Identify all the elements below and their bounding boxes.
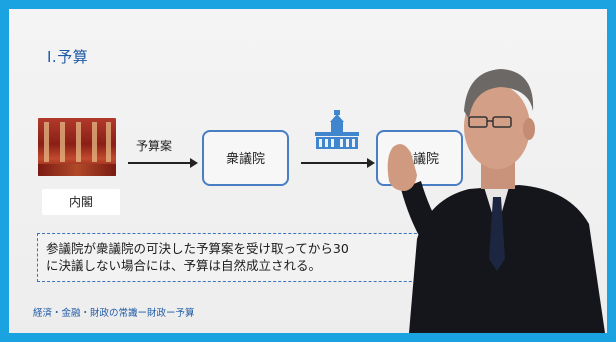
presenter-figure: [387, 69, 605, 333]
diet-building-icon: [315, 110, 359, 149]
note-line-1: 参議院が衆議院の可決した予算案を受け取ってから30: [46, 241, 349, 256]
budget-draft-label: 予算案: [136, 139, 173, 153]
arrow-right-icon: [128, 158, 198, 168]
slide-title: I.予算: [47, 48, 89, 66]
lower-house-box: 衆議院: [202, 130, 289, 186]
explanation-note: 参議院が衆議院の可決した予算案を受け取ってから30 に決議しない場合には、予算は…: [37, 233, 457, 282]
note-line-2: に決議しない場合には、予算は自然成立される。: [46, 258, 322, 273]
arrow-right-icon: [301, 158, 375, 168]
cabinet-label: 内閣: [42, 189, 120, 215]
slide-footer: 経済・金融・財政の常識ー財政ー予算: [33, 308, 195, 319]
cabinet-meeting-photo: [38, 118, 116, 176]
lecture-slide: I.予算 内閣 予算案 衆議院: [9, 9, 607, 333]
